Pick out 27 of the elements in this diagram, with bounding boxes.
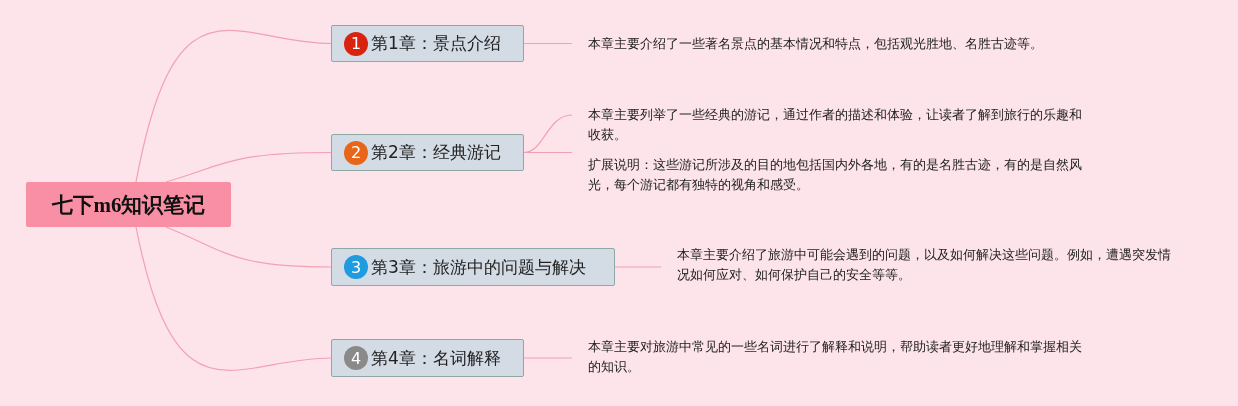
number-badge: 2 xyxy=(344,140,368,165)
root-topic-text: 七下m6知识笔记 xyxy=(51,191,206,219)
chapter-topic-box xyxy=(331,339,524,377)
note-text: 本章主要对旅游中常见的一些名词进行了解释和说明，帮助读者更好地理解和掌握相关的知识。 xyxy=(588,338,1083,376)
number-badge: 1 xyxy=(344,31,368,56)
note-text: 本章主要介绍了旅游中可能会遇到的问题，以及如何解决这些问题。例如，遭遇突发情况如何应对、如何保护自己的安全等等。 xyxy=(677,246,1172,284)
connector-line xyxy=(165,151,332,183)
chapter-title: 第4章：名词解释 xyxy=(371,346,501,370)
root-topic-box xyxy=(26,182,231,227)
connector-line xyxy=(165,226,332,268)
chapter-topic-box xyxy=(331,134,524,171)
connector-line xyxy=(523,151,573,154)
connector-line xyxy=(523,42,573,45)
chapter-topic-box xyxy=(331,248,615,286)
number-badge: 3 xyxy=(344,255,368,279)
connector-line xyxy=(135,226,332,371)
chapter-topic-box xyxy=(331,25,524,62)
number-badge: 4 xyxy=(344,346,368,370)
note-text: 本章主要列举了一些经典的游记，通过作者的描述和体验，让读者了解到旅行的乐趣和收获。 xyxy=(588,106,1083,144)
connector-line xyxy=(614,266,662,268)
note-text: 扩展说明：这些游记所涉及的目的地包括国内外各地，有的是名胜古迹，有的是自然风光，每个游记都有独特的视角和感受。 xyxy=(588,156,1083,194)
chapter-title: 第1章：景点介绍 xyxy=(371,32,501,55)
connector-line xyxy=(135,29,332,183)
connector-line xyxy=(523,357,573,359)
note-text: 本章主要介绍了一些著名景点的基本情况和特点，包括观光胜地、名胜古迹等。 xyxy=(588,35,1044,53)
chapter-title: 第2章：经典游记 xyxy=(371,141,501,164)
chapter-title: 第3章：旅游中的问题与解决 xyxy=(371,255,586,279)
